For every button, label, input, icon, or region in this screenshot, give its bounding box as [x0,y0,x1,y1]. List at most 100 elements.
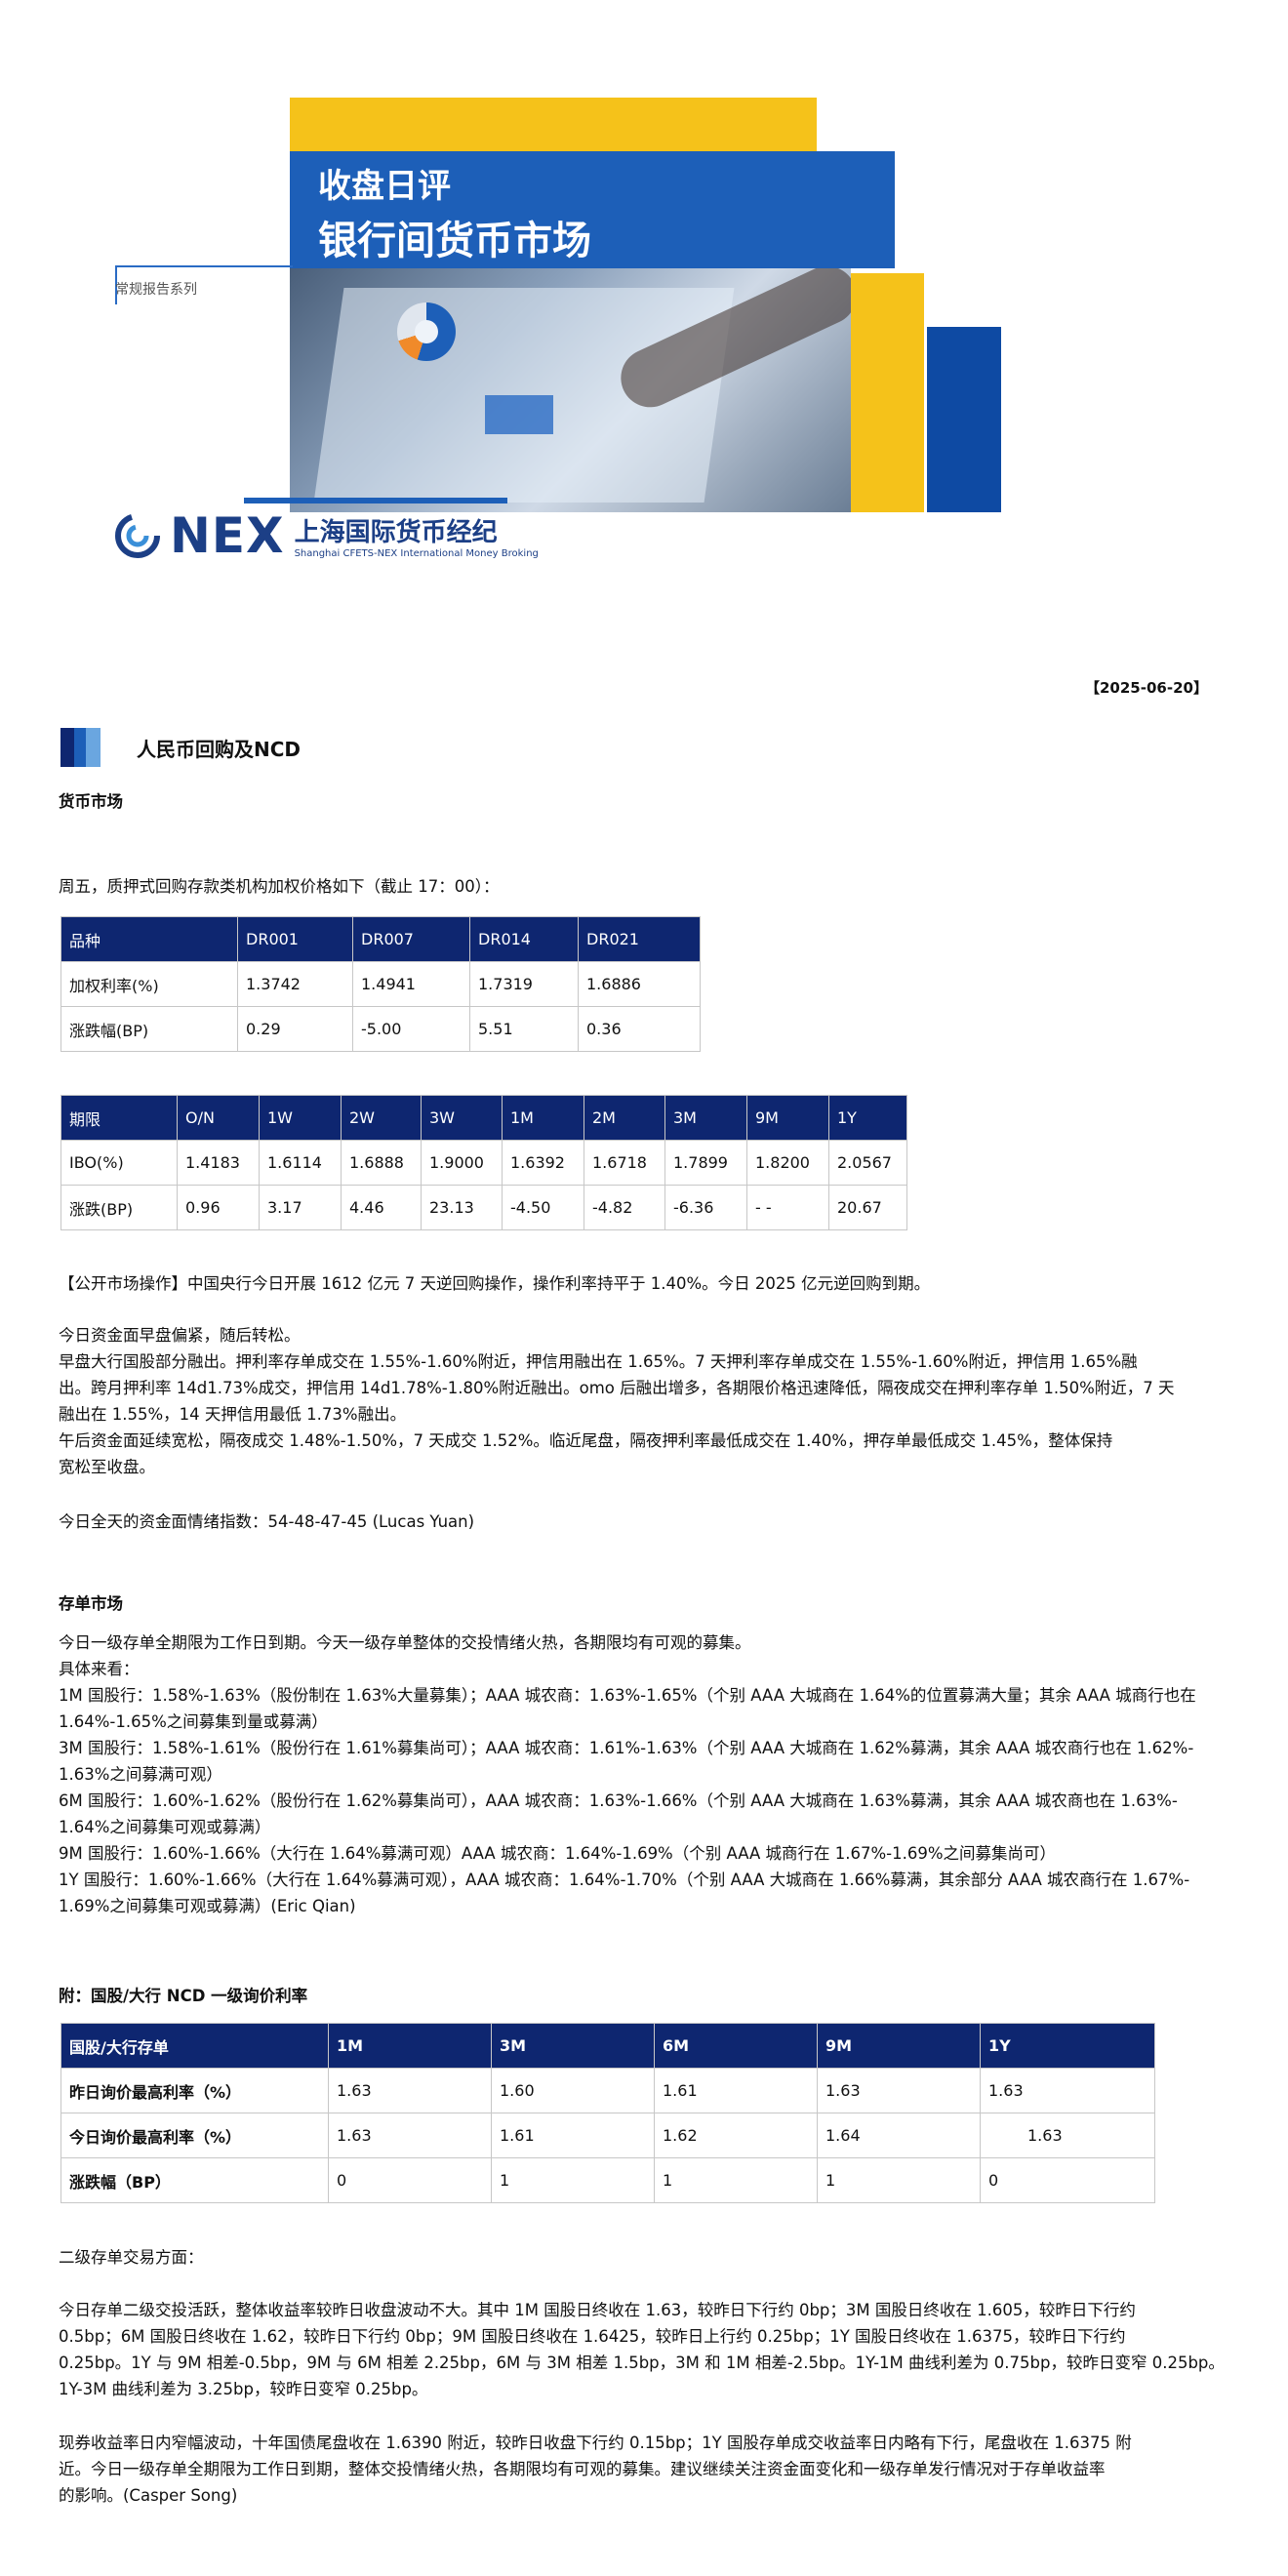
banner-title-1: 收盘日评 [318,167,451,206]
secondary-line: 近。今日一级存单全期限为工作日到期，整体交投情绪火热，各期限均有可观的募集。建议… [59,2460,1106,2478]
ncd-cell: 1 [817,2157,981,2203]
table-row: 今日询价最高利率（%） 1.63 1.61 1.62 1.64 1.63 [60,2113,1155,2158]
ibo-header-cell: 1W [259,1095,342,1141]
dr-header-cell: 品种 [60,916,238,962]
ncd-cell: 1.63 [980,2113,1155,2158]
ibo-header-cell: O/N [177,1095,260,1141]
cd-line: 3M 国股行：1.58%-1.61%（股份行在 1.61%募集尚可）；AAA 城… [59,1739,1194,1757]
nex-swirl-icon [115,513,160,558]
ncd-table: 国股/大行存单 1M 3M 6M 9M 1Y 昨日询价最高利率（%） 1.63 … [60,2023,1155,2203]
banner-blue-side [836,151,895,268]
cd-line: 1.64%之间募集可观或募满） [59,1818,271,1836]
series-line [115,265,293,267]
secondary-line: 今日存单二级交投活跃，整体收益率较昨日收盘波动不大。其中 1M 国股日终收在 1… [59,2301,1136,2319]
ncd-header-cell: 6M [654,2023,818,2069]
ibo-header-cell: 3M [664,1095,747,1141]
cd-line: 1.69%之间募集可观或募满）(Eric Qian) [59,1897,356,1915]
cd-line: 6M 国股行：1.60%-1.62%（股份行在 1.62%募集尚可），AAA 城… [59,1791,1178,1810]
dr-cell: 1.6886 [578,961,701,1007]
report-date: 【2025-06-20】 [1085,679,1208,697]
secondary-line: 1Y-3M 曲线利差为 3.25bp，较昨日变窄 0.25bp。 [59,2380,428,2398]
dr-table: 品种 DR001 DR007 DR014 DR021 加权利率(%) 1.374… [60,916,701,1052]
ibo-cell: 涨跌(BP) [60,1185,178,1230]
ncd-cell: 1.63 [328,2068,492,2113]
ibo-cell: 0.96 [177,1185,260,1230]
dr-cell: -5.00 [352,1006,470,1052]
section-title: 人民币回购及NCD [137,738,302,761]
ibo-table: 期限 O/N 1W 2W 3W 1M 2M 3M 9M 1Y IBO(%) 1.… [60,1095,907,1230]
commentary-line: 今日资金面早盘偏紧，随后转松。 [59,1326,301,1345]
dr-cell: 5.51 [469,1006,579,1052]
cd-line: 1Y 国股行：1.60%-1.66%（大行在 1.64%募满可观），AAA 城农… [59,1871,1190,1889]
ncd-cell: 1.64 [817,2113,981,2158]
dr-cell: 1.7319 [469,961,579,1007]
ibo-cell: 4.46 [341,1185,422,1230]
secondary-paragraph-1: 今日存单二级交投活跃，整体收益率较昨日收盘波动不大。其中 1M 国股日终收在 1… [59,2297,1249,2402]
commentary-line: 宽松至收盘。 [59,1458,155,1476]
ncd-cell: 1.63 [328,2113,492,2158]
ibo-cell: 23.13 [421,1185,503,1230]
ibo-header-cell: 1M [502,1095,584,1141]
ncd-cell: 0 [328,2157,492,2203]
banner-blue-block [290,151,836,268]
ibo-cell: -4.50 [502,1185,584,1230]
banner-yellow-strip [290,98,817,156]
ncd-cell: 1.63 [980,2068,1155,2113]
cd-market-commentary: 今日一级存单全期限为工作日到期。今天一级存单整体的交投情绪火热，各期限均有可观的… [59,1630,1249,1919]
secondary-heading: 二级存单交易方面： [59,2248,204,2267]
banner-title-2: 银行间货币市场 [318,219,591,263]
cd-line: 1.64%-1.65%之间募集到量或募满） [59,1712,328,1731]
ncd-row-label: 昨日询价最高利率（%） [60,2068,329,2113]
ibo-cell: 1.4183 [177,1140,260,1186]
section-icon-dark [60,728,74,767]
dr-header-cell: DR001 [237,916,353,962]
ibo-header-cell: 期限 [60,1095,178,1141]
ibo-cell: 1.7899 [664,1140,747,1186]
ncd-cell: 1 [491,2157,655,2203]
ibo-header-cell: 9M [746,1095,829,1141]
cd-line: 具体来看： [59,1660,140,1678]
secondary-line: 0.25bp。1Y 与 9M 相差-0.5bp，9M 与 6M 相差 2.25b… [59,2354,1225,2372]
logo-nex-text: NEX [170,507,285,564]
report-banner: 收盘日评 银行间货币市场 常规报告系列 NEX 上海国际货币经纪 Shangha… [0,0,1288,624]
ncd-cell: 1.60 [491,2068,655,2113]
cd-line: 今日一级存单全期限为工作日到期。今天一级存单整体的交投情绪火热，各期限均有可观的… [59,1633,751,1652]
ibo-cell: 1.9000 [421,1140,503,1186]
dr-cell: 涨跌幅(BP) [60,1006,238,1052]
dr-cell: 加权利率(%) [60,961,238,1007]
company-logo: NEX 上海国际货币经纪 Shanghai CFETS-NEX Internat… [115,507,539,564]
dr-cell: 0.36 [578,1006,701,1052]
ibo-header-cell: 1Y [828,1095,907,1141]
ibo-cell: 3.17 [259,1185,342,1230]
logo-cn-text: 上海国际货币经纪 [294,518,498,547]
map-widget-icon [485,395,553,434]
dr-header-cell: DR007 [352,916,470,962]
ncd-header-cell: 1M [328,2023,492,2069]
cd-market-heading: 存单市场 [59,1594,123,1613]
commentary-line: 出。跨月押利率 14d1.73%成交，押信用 14d1.78%-1.80%附近融… [59,1379,1175,1397]
ibo-cell: - - [746,1185,829,1230]
ncd-cell: 1.63 [817,2068,981,2113]
ibo-cell: 1.6392 [502,1140,584,1186]
sentiment-index: 今日全天的资金面情绪指数：54-48-47-45 (Lucas Yuan) [59,1512,475,1531]
cd-line: 9M 国股行：1.60%-1.66%（大行在 1.64%募满可观）AAA 城农商… [59,1844,1057,1863]
ibo-cell: 1.6718 [584,1140,665,1186]
ibo-cell: 1.6888 [341,1140,422,1186]
tablet-photo [290,268,851,512]
ibo-cell: 20.67 [828,1185,907,1230]
ibo-table-header: 期限 O/N 1W 2W 3W 1M 2M 3M 9M 1Y [60,1095,907,1141]
section-icon-light [86,728,101,767]
ncd-header-cell: 3M [491,2023,655,2069]
ibo-cell: 1.6114 [259,1140,342,1186]
ibo-cell: -4.82 [584,1185,665,1230]
dr-cell: 0.29 [237,1006,353,1052]
section-icon-mid [74,728,86,767]
ncd-header-cell: 1Y [980,2023,1155,2069]
table-row: IBO(%) 1.4183 1.6114 1.6888 1.9000 1.639… [60,1140,907,1186]
secondary-paragraph-2: 现券收益率日内窄幅波动，十年国债尾盘收在 1.6390 附近，较昨日收盘下行约 … [59,2430,1249,2509]
secondary-line: 0.5bp；6M 国股日终收在 1.62，较昨日下行约 0bp；9M 国股日终收… [59,2327,1126,2346]
ibo-cell: 1.8200 [746,1140,829,1186]
logo-en-text: Shanghai CFETS-NEX International Money B… [294,548,539,559]
ibo-cell: -6.36 [664,1185,747,1230]
ibo-header-cell: 2W [341,1095,422,1141]
